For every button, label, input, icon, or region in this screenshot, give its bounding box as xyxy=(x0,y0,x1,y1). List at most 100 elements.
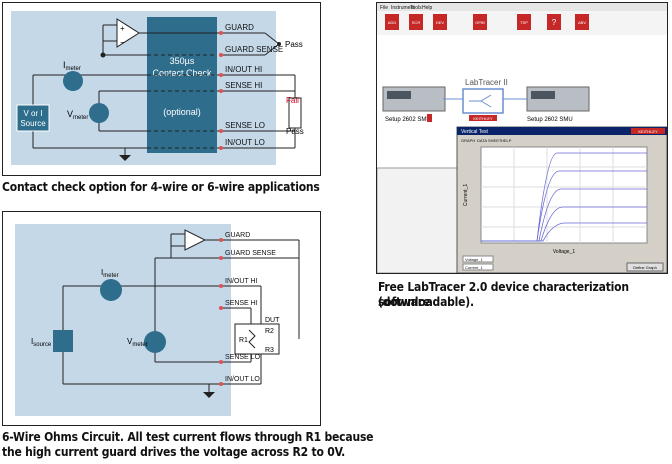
define-graph-button[interactable] xyxy=(626,262,664,272)
instrument-right-display xyxy=(531,91,555,99)
vmeter-node xyxy=(89,103,109,123)
buffer-plus: + xyxy=(120,24,125,33)
menu-bar xyxy=(377,3,667,11)
keithley-badge-text: KEITHLEY xyxy=(473,116,493,121)
plot-y-label: Current_1 xyxy=(463,184,469,206)
control-current[interactable] xyxy=(462,263,494,271)
graph-window-titlebar xyxy=(457,127,667,135)
toolbar-abv-icon[interactable] xyxy=(575,14,589,30)
source-block xyxy=(16,104,50,132)
imeter-label: Imeter xyxy=(63,60,81,72)
label2-sense-hi: SENSE HI xyxy=(225,300,258,307)
vmeter-node-2 xyxy=(144,331,166,353)
label-in-out-hi: IN/OUT HI xyxy=(225,65,262,74)
fig2-caption-line1: 6-Wire Ohms Circuit. All test current fl… xyxy=(2,430,374,444)
labtracer-graphic-lines xyxy=(469,94,492,108)
plot-curves xyxy=(481,152,647,242)
label2-guard: GUARD xyxy=(225,232,250,239)
control-voltage-label: Voltage_1 xyxy=(465,257,484,262)
r3-label: R3 xyxy=(265,347,274,354)
6wire-ohms-diagram: DUT R1 R2 R3 Imeter Vmeter Isource GUARD… xyxy=(15,224,300,416)
tab-graph[interactable]: GRAPH xyxy=(461,138,475,143)
plot-controls: Voltage_1 Current_1 xyxy=(462,255,494,271)
tab-help[interactable]: HELP xyxy=(501,138,512,143)
figure-labtracer-screenshot: File Instrument Tools Help ADD SCR DEV G… xyxy=(376,2,668,274)
pass-top-label: Pass xyxy=(285,40,303,49)
label-sense-lo: SENSE LO xyxy=(225,121,265,130)
diagram-background-2 xyxy=(15,224,231,416)
contact-check-diagram: 350µs Contact Check (optional) + − xyxy=(11,11,304,165)
tab-data-sheet[interactable]: DATA SHEET xyxy=(477,138,502,143)
block-title-label: Contact Check xyxy=(152,68,212,78)
toolbar-dev-label: DEV xyxy=(436,20,445,25)
menu-items: File Instrument Tools Help xyxy=(380,5,433,11)
source-label-2: Source xyxy=(20,119,46,128)
toolbar-dev-icon[interactable] xyxy=(433,14,447,30)
toolbar-help-label: ? xyxy=(552,18,557,27)
source-label-1: V or I xyxy=(23,109,42,118)
menu-file[interactable]: File xyxy=(380,5,388,11)
r2-label: R2 xyxy=(265,328,274,335)
toolbar-help-icon[interactable] xyxy=(547,14,561,30)
toolbar-tsp-icon[interactable] xyxy=(517,14,531,30)
r1-label: R1 xyxy=(239,337,248,344)
menu-instrument[interactable]: Instrument xyxy=(391,5,415,11)
labtracer-title: LabTracer II xyxy=(465,78,508,87)
labtracer-screen: File Instrument Tools Help ADD SCR DEV G… xyxy=(376,3,668,274)
toolbar-gpib-label: GPIB xyxy=(475,20,485,25)
isource-block xyxy=(53,330,73,352)
fig3-caption-line1: Free LabTracer 2.0 device characterizati… xyxy=(378,280,629,309)
pass-bottom-label: Pass xyxy=(286,127,304,136)
toolbar-abv-label: ABV xyxy=(578,20,586,25)
vmeter-label: Vmeter xyxy=(67,109,88,121)
graph-tabs: GRAPH DATA SHEET HELP xyxy=(461,138,512,143)
plot-x-label: Voltage_1 xyxy=(553,249,575,255)
toolbar-add-icon[interactable] xyxy=(385,14,399,30)
brand-badge xyxy=(631,128,665,134)
guard-buffer-symbol xyxy=(116,18,140,48)
menu-help[interactable]: Help xyxy=(422,5,433,11)
toolbar-labels: ADD SCR DEV GPIB TSP ? ABV xyxy=(388,18,587,27)
graph-window-title: Vertical Test xyxy=(461,129,488,135)
fig2-terminals xyxy=(219,238,223,386)
toolbar-tsp-label: TSP xyxy=(520,20,528,25)
instrument-left-name: Setup 2602 SMU xyxy=(385,117,431,123)
define-graph-button-label: Define Graph xyxy=(633,265,657,270)
block-optional-label: (optional) xyxy=(163,107,201,117)
fig3-caption-line2: (downloadable). xyxy=(378,295,474,309)
toolbar-scr-label: SCR xyxy=(412,20,421,25)
label2-in-out-lo: IN/OUT LO xyxy=(225,376,260,383)
fig1-terminals xyxy=(219,31,281,150)
toolbar-scr-icon[interactable] xyxy=(409,14,423,30)
plot-area xyxy=(480,146,648,244)
label2-in-out-hi: IN/OUT HI xyxy=(225,278,258,285)
figure-contact-check: 350µs Contact Check (optional) + − xyxy=(2,2,321,176)
menu-tools[interactable]: Tools xyxy=(410,5,422,11)
control-current-label: Current_1 xyxy=(465,265,484,270)
control-voltage[interactable] xyxy=(462,255,494,263)
fig1-line-labels: GUARD GUARD SENSE IN/OUT HI SENSE HI SEN… xyxy=(225,23,283,147)
ground-symbol-2 xyxy=(203,392,215,398)
junction-dot xyxy=(100,52,106,58)
instrument-left-display xyxy=(387,91,411,99)
contact-check-block xyxy=(147,17,217,153)
label-guard: GUARD xyxy=(225,23,254,32)
label-sense-hi: SENSE HI xyxy=(225,81,262,90)
keithley-badge xyxy=(469,115,497,121)
fail-label: Fail xyxy=(286,96,299,105)
label2-sense-lo: SENSE LO xyxy=(225,354,261,361)
fig2-line-labels: GUARD GUARD SENSE IN/OUT HI SENSE HI SEN… xyxy=(225,232,276,383)
dut-box xyxy=(234,323,280,355)
label-in-out-lo: IN/OUT LO xyxy=(225,138,265,147)
fig1-caption: Contact check option for 4-wire or 6-wir… xyxy=(2,180,320,194)
brand-badge-text: KEITHLEY xyxy=(638,129,658,134)
block-time-label: 350µs xyxy=(170,56,195,66)
imeter-label-2: Imeter xyxy=(101,268,119,279)
fig2-wires xyxy=(62,233,300,392)
ground-symbol xyxy=(119,155,131,161)
instrument-right-name: Setup 2602 SMU xyxy=(527,117,573,123)
isource-label: Isource xyxy=(31,337,52,348)
imeter-node xyxy=(63,71,83,91)
fig2-caption-line2: the high current guard drives the voltag… xyxy=(2,445,346,459)
toolbar-gpib-icon[interactable] xyxy=(473,14,487,30)
